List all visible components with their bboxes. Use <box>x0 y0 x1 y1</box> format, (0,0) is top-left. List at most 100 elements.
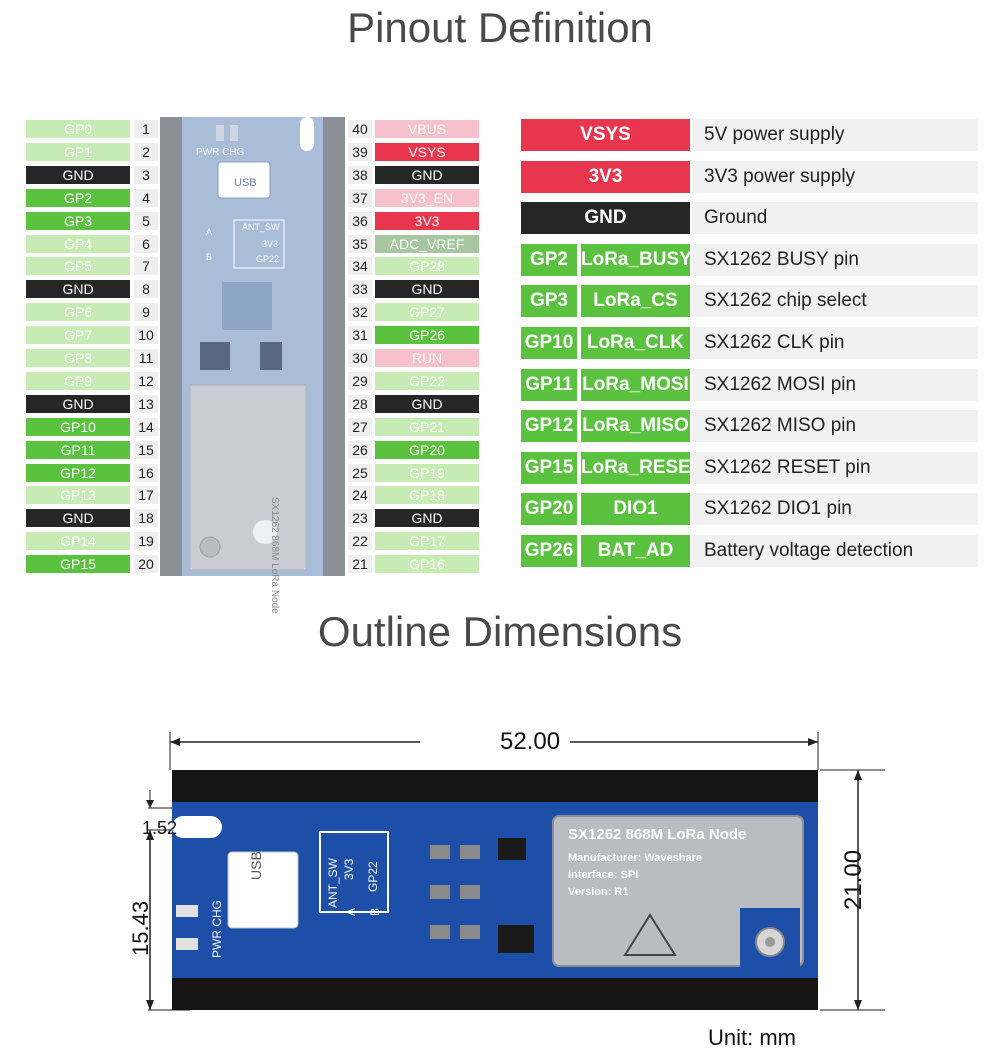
pin-label-23: GND <box>375 509 479 528</box>
3v3-label: 3V3 <box>262 239 279 249</box>
pin-number-6: 6 <box>134 234 158 253</box>
pin-number-11: 11 <box>134 349 158 367</box>
pin-label-39: VSYS <box>375 142 479 161</box>
dim-width: 52.00 <box>500 728 561 755</box>
pin-number-26: 26 <box>348 440 372 459</box>
pin-label-7: GP5 <box>26 257 130 276</box>
pin-number-19: 19 <box>134 532 158 551</box>
pin-number-16: 16 <box>134 463 158 482</box>
outline-module-line3: Interface: SPI <box>568 869 639 881</box>
b-label: B <box>206 252 213 262</box>
dim-hole-offset: 1.52 <box>142 818 178 838</box>
pin-label-3: GND <box>26 165 130 184</box>
pin-label-2: GP1 <box>26 142 130 161</box>
outline-module-line2: Manufacturer: Waveshare <box>568 852 703 864</box>
pin-number-35: 35 <box>348 234 372 253</box>
pin-number-8: 8 <box>134 280 158 299</box>
pin-label-17: GP13 <box>26 486 130 505</box>
pin-number-14: 14 <box>134 417 158 436</box>
pin-label-36: 3V3 <box>375 211 479 230</box>
legend-function-badge: LoRa_MISO <box>581 410 690 443</box>
a-label: A <box>206 227 213 237</box>
pin-label-12: GP9 <box>26 371 130 390</box>
legend-badge: VSYS <box>521 119 690 151</box>
gp22-label: GP22 <box>256 254 280 264</box>
legend-description: Battery voltage detection <box>692 535 978 567</box>
pin-number-27: 27 <box>348 417 372 436</box>
pin-number-12: 12 <box>134 371 158 390</box>
legend-gpio-badge: GP2 <box>521 243 577 276</box>
legend-gpio-badge: GP10 <box>521 327 577 359</box>
legend-description: SX1262 MISO pin <box>692 410 978 443</box>
legend-function-badge: LoRa_RESET <box>581 451 702 484</box>
outline-svg <box>146 732 885 1011</box>
pin-number-25: 25 <box>348 463 372 482</box>
module-text: SX1262 868M LoRa Node <box>269 497 280 614</box>
pin-label-37: 3V3_EN <box>375 188 479 207</box>
pin-number-5: 5 <box>134 211 158 230</box>
pin-number-31: 31 <box>348 326 372 345</box>
pin-number-15: 15 <box>134 440 158 459</box>
outline-module-line1: SX1262 868M LoRa Node <box>568 826 747 843</box>
legend-gpio-badge: GP12 <box>521 410 577 443</box>
pin-number-24: 24 <box>348 486 372 505</box>
pin-number-20: 20 <box>134 555 158 574</box>
pin-number-13: 13 <box>134 394 158 413</box>
outline-ant-sw-label: ANT_SW <box>326 857 340 908</box>
pin-number-37: 37 <box>348 188 372 207</box>
legend-gpio-badge: GP11 <box>521 368 577 401</box>
legend-description: 5V power supply <box>692 119 978 151</box>
pin-label-14: GP10 <box>26 417 130 436</box>
legend-badge: 3V3 <box>521 160 690 193</box>
pin-label-20: GP15 <box>26 555 130 574</box>
pin-number-32: 32 <box>348 303 372 322</box>
pin-number-28: 28 <box>348 394 372 413</box>
pin-label-27: GP21 <box>375 417 479 436</box>
legend-gpio-badge: GP15 <box>521 451 577 484</box>
pin-label-5: GP3 <box>26 211 130 230</box>
pin-number-34: 34 <box>348 257 372 276</box>
legend-function-badge: LoRa_MOSI <box>581 368 690 401</box>
pin-number-36: 36 <box>348 211 372 230</box>
legend-description: SX1262 CLK pin <box>692 327 978 359</box>
pin-label-31: GP26 <box>375 326 479 345</box>
pin-label-24: GP18 <box>375 486 479 505</box>
pin-number-18: 18 <box>134 509 158 528</box>
legend-badge: GND <box>521 202 690 235</box>
legend-gpio-badge: GP3 <box>521 285 577 318</box>
pin-label-1: GP0 <box>26 120 130 138</box>
board-top-svg <box>160 117 345 576</box>
pin-label-32: GP27 <box>375 303 479 322</box>
pin-label-19: GP14 <box>26 532 130 551</box>
pin-label-15: GP11 <box>26 440 130 459</box>
pin-label-18: GND <box>26 509 130 528</box>
outline-b-label: B <box>368 907 382 916</box>
legend-description: SX1262 chip select <box>692 285 978 318</box>
pin-label-21: GP16 <box>375 555 479 574</box>
pin-label-4: GP2 <box>26 188 130 207</box>
pin-number-4: 4 <box>134 188 158 207</box>
unit-label: Unit: mm <box>708 1025 796 1050</box>
pin-label-28: GND <box>375 394 479 413</box>
outline-usb-label: USB <box>248 851 264 880</box>
outline-3v3-label: 3V3 <box>342 858 356 880</box>
pin-label-40: VBUS <box>375 120 479 138</box>
pin-number-29: 29 <box>348 371 372 390</box>
pin-label-29: GP22 <box>375 371 479 390</box>
pin-number-30: 30 <box>348 349 372 367</box>
pin-number-3: 3 <box>134 165 158 184</box>
pin-label-13: GND <box>26 394 130 413</box>
dim-height: 21.00 <box>840 849 867 910</box>
pinout-title: Pinout Definition <box>347 4 653 51</box>
legend-description: SX1262 MOSI pin <box>692 368 978 401</box>
pin-label-6: GP4 <box>26 234 130 253</box>
pin-label-25: GP19 <box>375 463 479 482</box>
pin-number-38: 38 <box>348 165 372 184</box>
outline-title: Outline Dimensions <box>317 608 683 655</box>
pin-label-16: GP12 <box>26 463 130 482</box>
pin-label-38: GND <box>375 165 479 184</box>
legend-description: SX1262 BUSY pin <box>692 243 978 276</box>
pin-number-7: 7 <box>134 257 158 276</box>
outline-gp22-label: GP22 <box>366 861 380 892</box>
legend-function-badge: LoRa_CLK <box>581 327 690 359</box>
